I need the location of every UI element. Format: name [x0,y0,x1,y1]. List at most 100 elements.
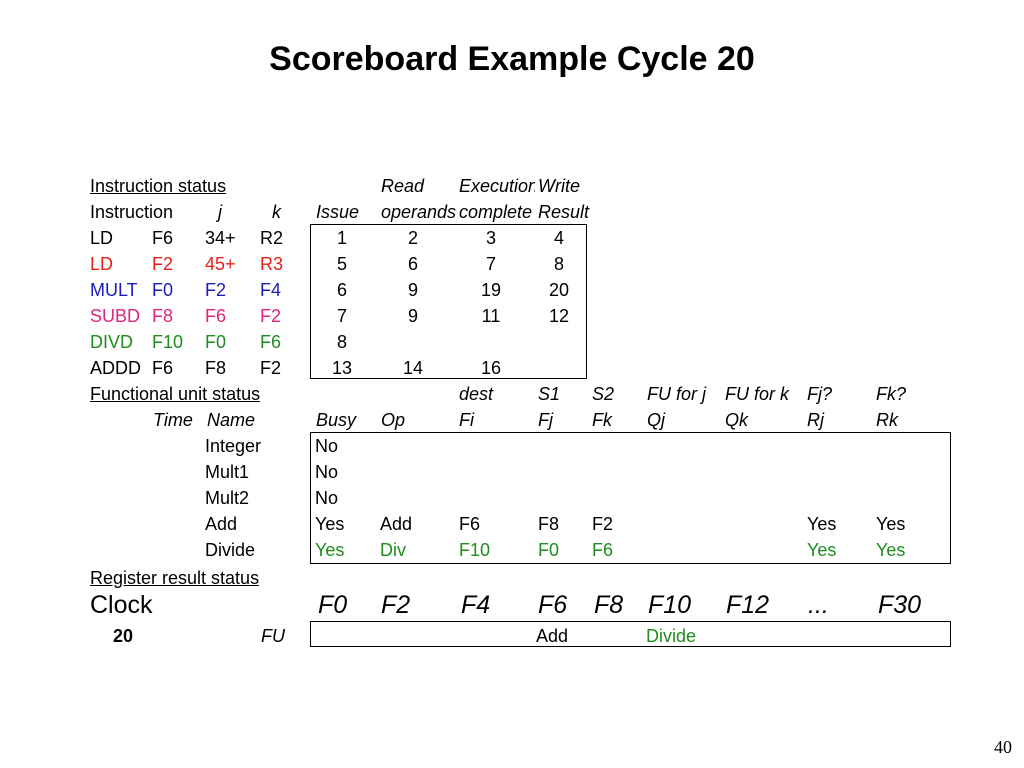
register-name: F6 [538,591,568,619]
instr-issue: 8 [336,332,347,352]
page-number: 40 [994,737,1012,757]
fu-name: Integer [205,436,262,456]
instr-dest: F8 [152,306,174,326]
instr-write: 12 [548,306,570,326]
write-col-header: Result [538,202,590,222]
read-group-header: Read [381,176,425,196]
functional-unit-status-heading: Functional unit status [90,384,261,404]
register-name: F10 [648,591,692,619]
instr-k: F6 [260,332,282,352]
instr-read: 2 [407,228,418,248]
register-value: Add [536,626,569,646]
instr-k: F4 [260,280,282,300]
instr-dest: F2 [152,254,174,274]
instr-exec: 19 [480,280,502,300]
register-name: ... [808,591,829,619]
k-col-header: k [272,202,281,222]
clock-value: 20 [113,626,134,646]
instr-write: 8 [553,254,564,274]
instr-read: 9 [407,306,418,326]
instr-read: 9 [407,280,418,300]
instr-issue: 5 [336,254,347,274]
fu-rk: Yes [876,514,906,534]
instr-exec: 11 [481,306,501,326]
instr-write: 20 [548,280,570,300]
instr-op: LD [90,254,114,274]
fu-rj: Yes [807,514,837,534]
fu-busy: No [315,462,339,482]
read-col-header: operands [381,202,457,222]
instruction-col-header: Instruction [90,202,174,222]
instr-read: 14 [402,358,424,378]
functional-unit-status-box [310,432,951,564]
instr-j: 34+ [205,228,236,248]
instr-issue: 7 [336,306,347,326]
instr-dest: F0 [152,280,174,300]
write-group-header: Write [538,176,580,196]
instr-j: F6 [205,306,227,326]
instr-exec: 16 [480,358,502,378]
instr-op: LD [90,228,114,248]
register-name: F0 [318,591,348,619]
instr-k: R2 [260,228,284,248]
fj-header: Fj [538,410,553,430]
instr-k: F2 [260,306,282,326]
register-value: Divide [646,626,697,646]
time-header: Time [153,410,193,430]
s1-header: S1 [538,384,561,404]
j-col-header: j [218,202,222,222]
busy-header: Busy [316,410,357,430]
fu-row-label: FU [261,626,285,646]
fu-name: Mult2 [205,488,250,508]
instr-k: R3 [260,254,284,274]
fk-ready-header: Fk? [876,384,907,404]
instr-op: ADDD [90,358,142,378]
fu-busy: Yes [315,540,345,560]
instr-j: F8 [205,358,227,378]
instr-exec: 7 [485,254,496,274]
fu-fk: F2 [592,514,614,534]
instr-k: F2 [260,358,282,378]
instr-issue: 1 [336,228,347,248]
name-header: Name [207,410,256,430]
fu-fj: F0 [538,540,560,560]
rj-header: Rj [807,410,824,430]
instruction-status-box [310,224,587,379]
instr-j: F2 [205,280,227,300]
fu-fk: F6 [592,540,614,560]
register-name: F4 [461,591,491,619]
fu-busy: No [315,488,339,508]
fu-busy: No [315,436,339,456]
register-name: F12 [726,591,770,619]
instr-dest: F6 [152,228,174,248]
instr-j: F0 [205,332,227,352]
fu-for-k-header: FU for k [725,384,790,404]
qj-header: Qj [647,410,665,430]
instr-op: SUBD [90,306,141,326]
register-result-box [310,621,951,647]
clock-label: Clock [90,591,153,619]
exec-group-header: Execution [459,176,535,196]
issue-col-header: Issue [316,202,360,222]
fj-ready-header: Fj? [807,384,833,404]
instr-dest: F10 [152,332,184,352]
op-header: Op [381,410,406,430]
register-result-status-heading: Register result status [90,568,260,588]
instr-issue: 6 [336,280,347,300]
instr-op: MULT [90,280,138,300]
fk-header: Fk [592,410,612,430]
fu-name: Add [205,514,238,534]
fu-for-j-header: FU for j [647,384,707,404]
instruction-status-heading: Instruction status [90,176,227,196]
register-name: F8 [594,591,624,619]
dest-header: dest [459,384,494,404]
instr-j: 45+ [205,254,236,274]
fu-rk: Yes [876,540,906,560]
fu-busy: Yes [315,514,345,534]
fu-op: Div [380,540,406,560]
instr-op: DIVD [90,332,134,352]
fu-name: Divide [205,540,256,560]
fu-fi: F10 [459,540,491,560]
s2-header: S2 [592,384,615,404]
qk-header: Qk [725,410,749,430]
